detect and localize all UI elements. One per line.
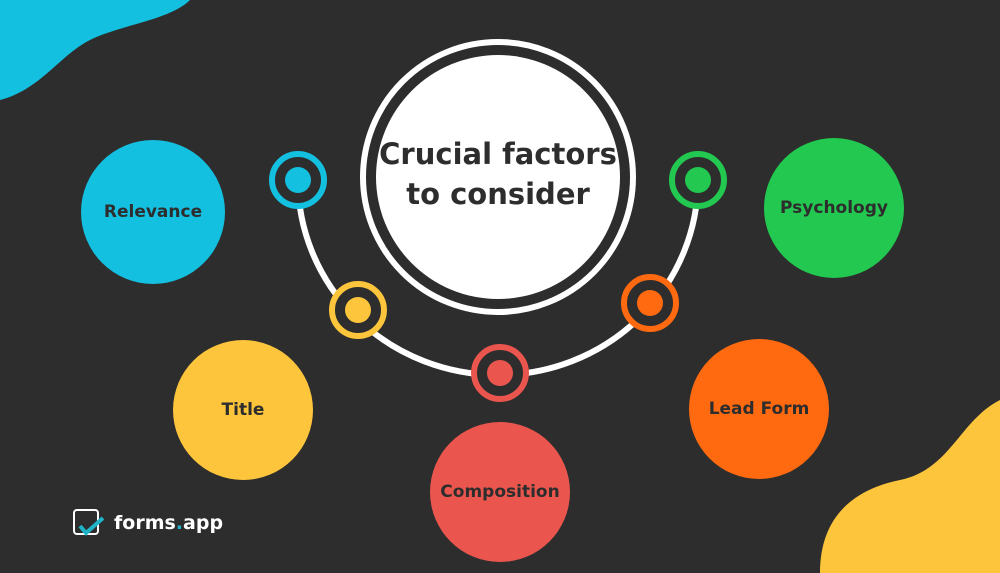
logo-dot: . xyxy=(175,512,184,534)
factor-label-lead-form: Lead Form xyxy=(708,399,810,419)
factor-circle-psychology xyxy=(764,138,904,278)
factor-circle-composition xyxy=(430,422,570,562)
factor-circle-title xyxy=(173,340,313,480)
node-dot-title xyxy=(345,297,371,323)
factor-label-composition: Composition xyxy=(440,482,560,502)
factor-label-title: Title xyxy=(221,400,265,420)
node-dot-lead-form xyxy=(637,290,663,316)
title-line-1: Crucial factors xyxy=(379,137,617,171)
logo-suffix: app xyxy=(183,512,224,534)
blob-top-left xyxy=(0,0,190,100)
node-dot-psychology xyxy=(685,167,711,193)
factor-label-psychology: Psychology xyxy=(780,198,888,218)
blob-bottom-right xyxy=(820,400,1000,573)
forms-app-logo: forms.app xyxy=(72,508,223,538)
node-dot-composition xyxy=(487,360,513,386)
factor-label-relevance: Relevance xyxy=(103,202,203,222)
title-line-2: to consider xyxy=(406,177,590,211)
center-title: Crucial factors to consider xyxy=(379,134,617,214)
logo-text: forms xyxy=(114,512,176,534)
checkbox-logo-icon xyxy=(73,509,105,536)
center-outer-ring xyxy=(360,39,636,315)
node-dot-relevance xyxy=(285,167,311,193)
factor-circle-lead-form xyxy=(689,339,829,479)
center-circle xyxy=(376,55,620,299)
factor-circle-relevance xyxy=(81,140,225,284)
